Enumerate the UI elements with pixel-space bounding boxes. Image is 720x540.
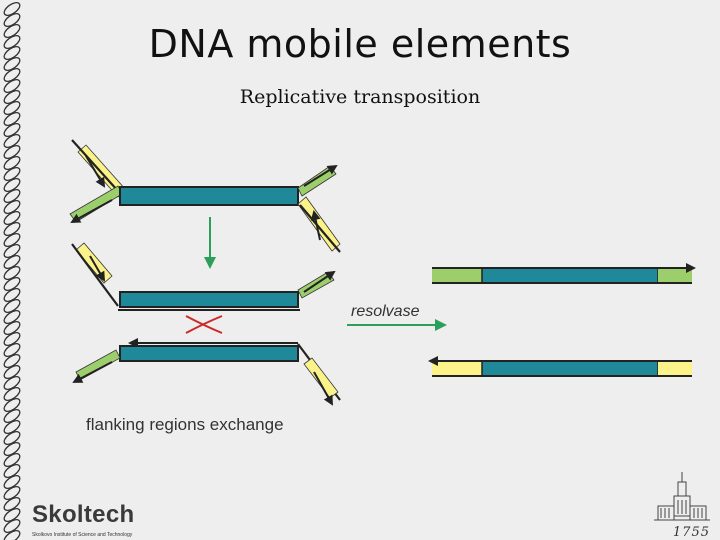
- crossover-mark: [185, 315, 223, 334]
- flank-green-lower-left: [69, 185, 123, 223]
- strand-lower-right-arrow: [310, 210, 321, 241]
- strand-row2-right-arrow: [303, 270, 336, 293]
- strand-upper-right-arrow: [303, 164, 338, 187]
- strand-row2-left-arrow: [89, 255, 106, 282]
- transposon-product-green: [481, 267, 659, 284]
- strand-upper-left: [71, 139, 119, 192]
- resolvase-label: resolvase: [351, 303, 420, 320]
- slide-title: DNA mobile elements: [148, 22, 572, 66]
- product-green: [432, 263, 696, 284]
- strand-lower-left-arrow: [70, 199, 113, 223]
- product-yellow: [428, 356, 692, 377]
- slide-subtitle: Replicative transposition: [239, 86, 481, 108]
- flank-green-row3-left: [75, 349, 121, 381]
- transposon-product-yellow: [481, 360, 659, 377]
- flank-yellow-row3-right: [303, 357, 339, 399]
- logo-tagline: Skolkovo Institute of Science and Techno…: [32, 532, 133, 538]
- flank-yellow-lower-right: [297, 196, 341, 252]
- logo-wordmark: Skoltech: [32, 501, 135, 528]
- stage-3-cointegrate: [72, 338, 341, 406]
- flank-yellow-product-left: [432, 361, 482, 376]
- strand-row3-left-arrow: [72, 361, 113, 383]
- strand-row2-left: [71, 243, 119, 307]
- transposon-row2: [119, 291, 299, 308]
- flank-green-product-right: [658, 268, 692, 283]
- stage-1-donor-target: [69, 139, 341, 253]
- transposon-row3: [119, 345, 299, 362]
- university-building-emblem: [654, 472, 710, 521]
- flanking-exchange-label: flanking regions exchange: [86, 415, 284, 434]
- transposon-row1: [119, 186, 299, 206]
- skoltech-logo: Skoltech Skolkovo Institute of Science a…: [30, 501, 152, 539]
- emblem-year: 1755: [672, 525, 710, 540]
- stage-2-cointegrate: [71, 242, 336, 311]
- strand-upper-left-arrow: [85, 155, 106, 188]
- strand-lower-right: [299, 204, 341, 253]
- flank-green-product-left: [432, 268, 482, 283]
- decorative-border: [3, 2, 21, 540]
- strand-row3-right-arrow: [313, 371, 333, 406]
- flank-yellow-product-right: [658, 361, 692, 376]
